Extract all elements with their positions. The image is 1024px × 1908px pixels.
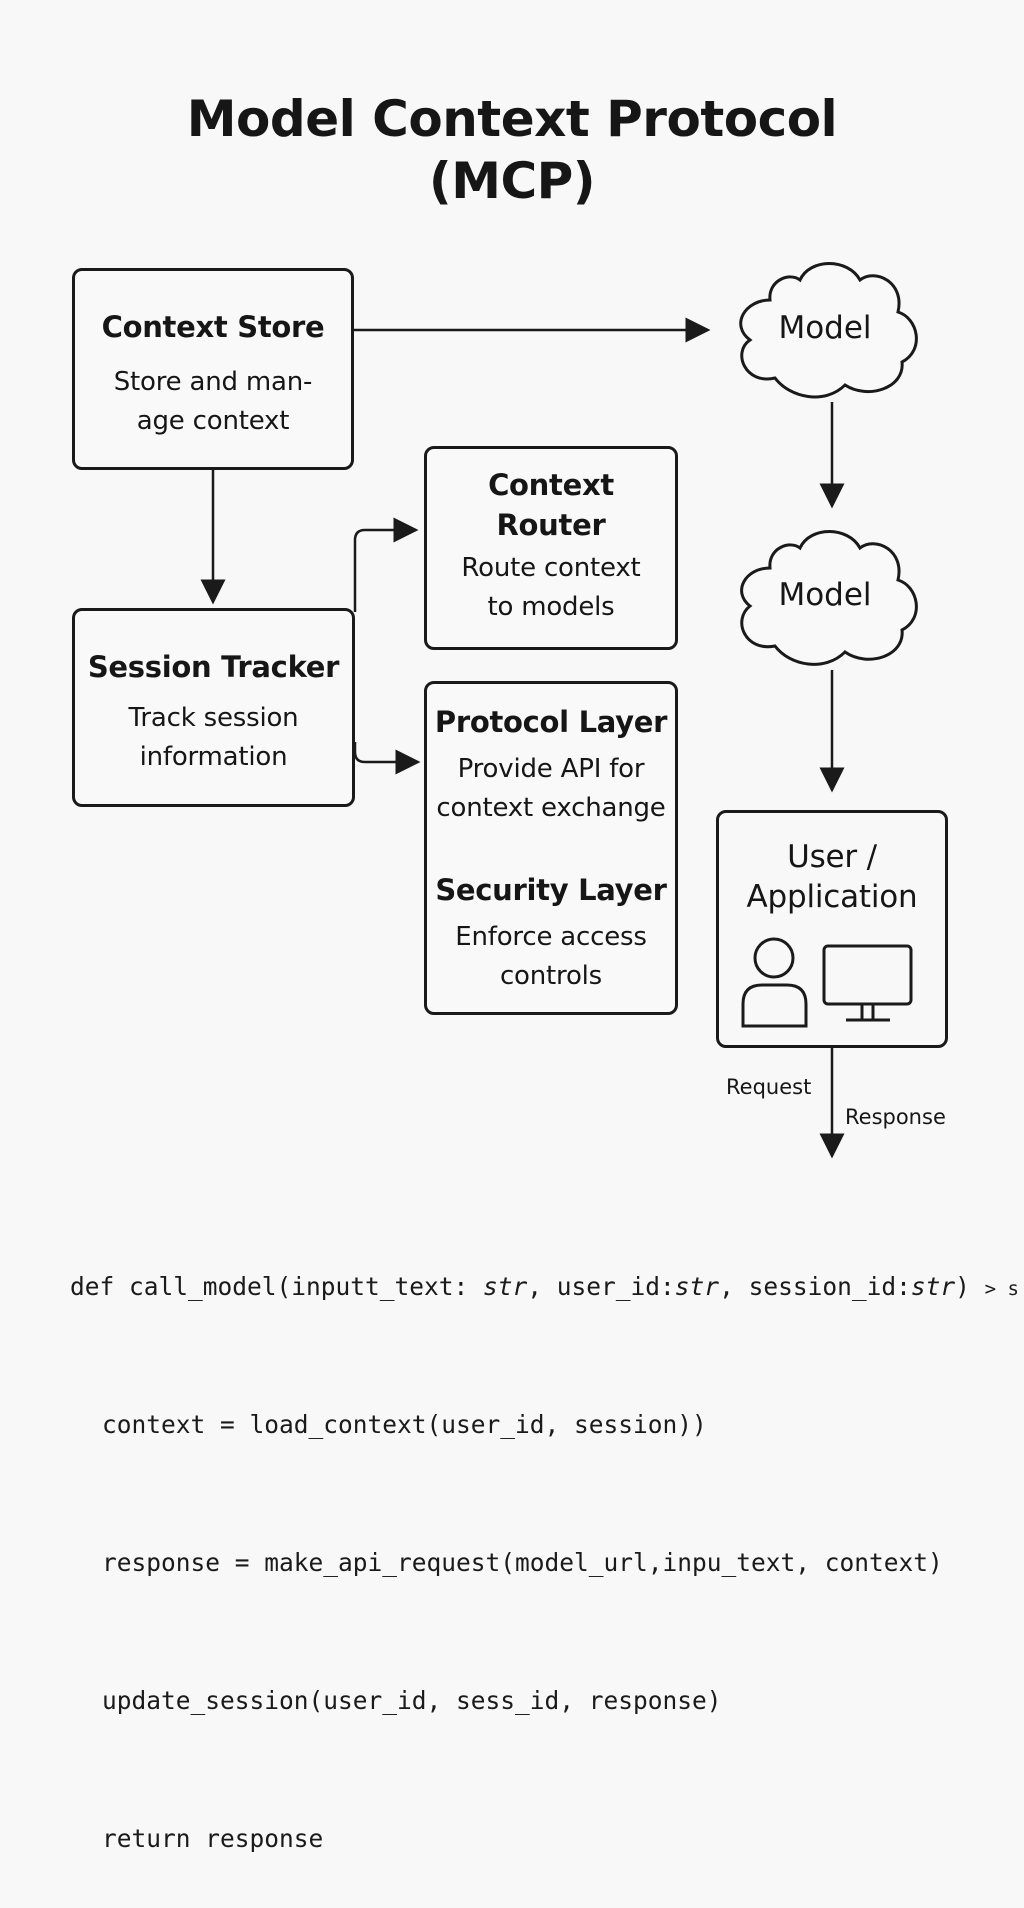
cloud-model-top xyxy=(739,262,918,399)
context-router-title: Context Router xyxy=(427,465,675,545)
session-tracker-box: Session Tracker Track session informatio… xyxy=(72,608,355,807)
context-store-desc-line-2: age context xyxy=(136,406,290,436)
user-application-title-line-2: Application xyxy=(746,879,918,915)
protocol-layer-section: Protocol Layer Provide API for context e… xyxy=(427,702,675,828)
user-application-title: User / Application xyxy=(719,837,945,917)
protocol-layer-title: Protocol Layer xyxy=(434,705,668,739)
code-block: def call_model(inputt_text: str, user_id… xyxy=(70,1172,1024,1908)
title-line-1: Model Context Protocol xyxy=(186,90,838,148)
code-line-1-middle-1: , user_id: xyxy=(527,1272,675,1301)
request-label: Request xyxy=(726,1075,812,1099)
code-type-2: str xyxy=(674,1272,720,1301)
security-layer-title: Security Layer xyxy=(435,873,667,907)
arrow-session-tracker-to-protocol-layer xyxy=(353,742,421,775)
code-line-1-return-arrow: > s xyxy=(984,1278,1019,1300)
code-type-3: str xyxy=(910,1272,956,1301)
code-line-1-middle-2: , session_id: xyxy=(719,1272,911,1301)
protocol-layer-desc-line-2: context exchange xyxy=(436,793,666,823)
model-top-label: Model xyxy=(778,310,872,346)
protocol-layer-desc-line-1: Provide API for xyxy=(457,754,645,784)
session-tracker-desc-line-1: Track session xyxy=(128,703,299,733)
user-application-box: User / Application xyxy=(716,810,948,1048)
context-router-desc-line-2: to models xyxy=(487,592,615,622)
context-store-desc: Store and man- age context xyxy=(75,363,351,441)
title-line-2: (MCP) xyxy=(428,152,596,210)
code-type-1: str xyxy=(483,1272,528,1301)
protocol-security-box: Protocol Layer Provide API for context e… xyxy=(424,681,678,1015)
protocol-layer-desc: Provide API for context exchange xyxy=(427,750,675,828)
diagram-connectors xyxy=(200,262,918,1159)
model-middle-label: Model xyxy=(778,577,872,613)
context-store-box: Context Store Store and man- age context xyxy=(72,268,354,470)
code-line-5: return response xyxy=(102,1824,324,1853)
person-icon xyxy=(741,937,808,1028)
context-store-title: Context Store xyxy=(101,310,325,344)
session-tracker-desc-line-2: information xyxy=(139,742,288,772)
user-application-title-line-1: User / xyxy=(787,839,877,875)
code-line-1: def call_model(inputt_text: str, user_id… xyxy=(70,1264,1024,1310)
context-router-title-line-1: Context xyxy=(488,468,614,502)
security-layer-desc: Enforce access controls xyxy=(427,918,675,996)
code-line-4: update_session(user_id, sess_id, respons… xyxy=(102,1686,722,1715)
cloud-model-middle xyxy=(740,530,918,666)
page-title: Model Context Protocol (MCP) xyxy=(0,88,1024,212)
context-router-desc: Route context to models xyxy=(427,549,675,627)
session-tracker-desc: Track session information xyxy=(75,699,352,777)
context-router-desc-line-1: Route context xyxy=(461,553,641,583)
context-router-box: Context Router Route context to models xyxy=(424,446,678,650)
code-line-3: response = make_api_request(model_url,in… xyxy=(102,1548,943,1577)
code-line-1-start: def call_model(inputt_text: xyxy=(70,1272,484,1301)
session-tracker-title: Session Tracker xyxy=(87,650,340,684)
context-store-desc-line-1: Store and man- xyxy=(113,367,313,397)
code-line-1-end: ) xyxy=(955,1272,985,1301)
arrow-session-tracker-to-context-router xyxy=(353,517,419,612)
monitor-icon xyxy=(822,944,913,1022)
code-line-2: context = load_context(user_id, session)… xyxy=(102,1410,707,1439)
security-layer-section: Security Layer Enforce access controls xyxy=(427,870,675,996)
response-label: Response xyxy=(845,1105,946,1129)
context-router-title-line-2: Router xyxy=(496,508,606,542)
security-layer-desc-line-1: Enforce access xyxy=(455,922,647,952)
security-layer-desc-line-2: controls xyxy=(499,961,603,991)
